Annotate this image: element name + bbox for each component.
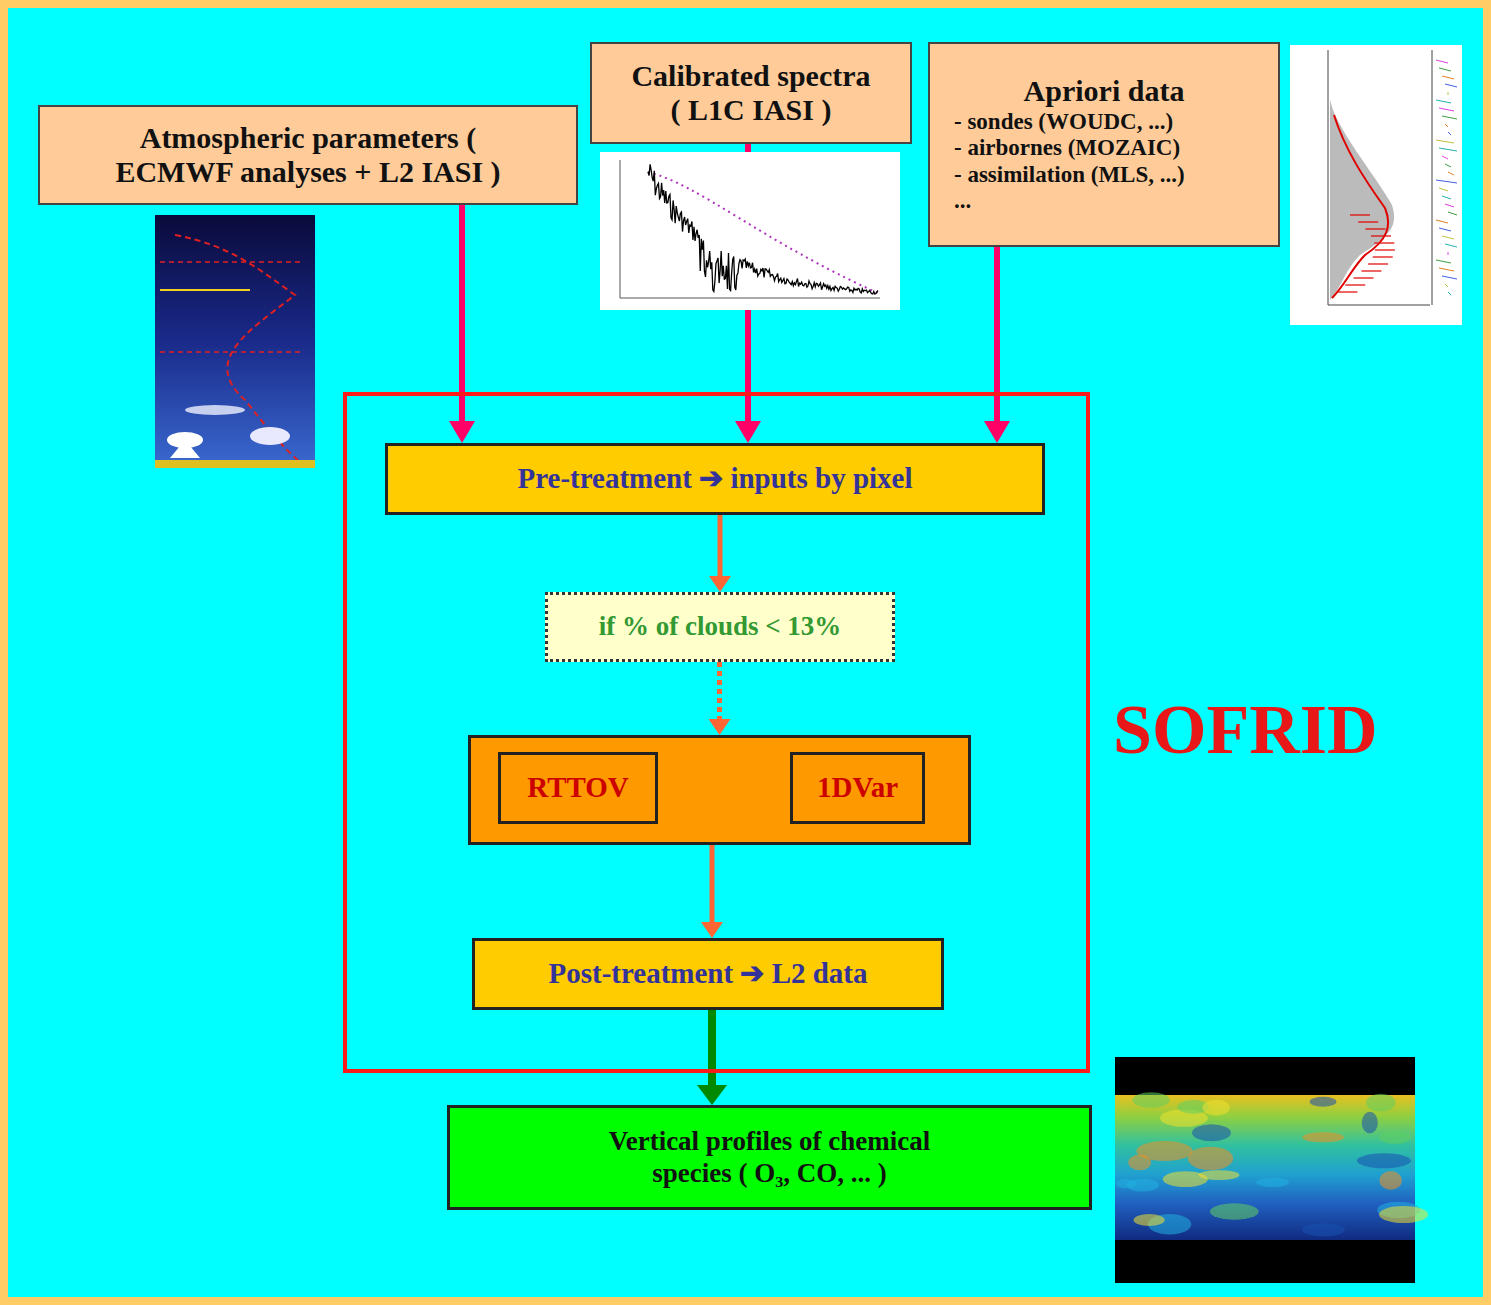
box-label: Atmospheric parameters ( ECMWF analyses … [50,121,566,190]
process-box: Post-treatment ➔ L2 data [472,938,944,1010]
flow-arrow [717,662,722,719]
list-item: - assimilation (MLS, ...) [940,162,1268,188]
flow-arrow [718,515,723,576]
atmosphere-picture [155,215,315,468]
box-label: Post-treatment ➔ L2 data [485,957,931,990]
input-box: Atmospheric parameters ( ECMWF analyses … [38,105,578,205]
box-label: RTTOV [509,771,647,804]
box-label: Apriori data [940,74,1268,109]
box-label: if % of clouds < 13% [558,611,882,642]
profile-plot [1290,45,1462,325]
list-item: - sondes (WOUDC, ...) [940,109,1268,135]
box-label: 1DVar [801,771,914,804]
process-group: RTTOV 1DVar [468,735,971,845]
list-item: ... [940,188,1268,214]
process-frame: Pre-treatment ➔ inputs by pixel if % of c… [343,392,1090,1073]
process-box: Pre-treatment ➔ inputs by pixel [385,443,1045,515]
box-label: Vertical profiles of chemical species ( … [490,1126,1049,1188]
decision-box: if % of clouds < 13% [545,592,895,662]
spectrum-plot [600,152,900,310]
input-box: Calibrated spectra ( L1C IASI ) [590,42,912,144]
input-box: Apriori data- sondes (WOUDC, ...)- airbo… [928,42,1280,247]
frame-title: SOFRID [1113,690,1377,771]
process-box: 1DVar [790,752,925,824]
list-item: - airbornes (MOZAIC) [940,135,1268,161]
global-map [1115,1057,1428,1283]
flow-arrow [459,205,465,421]
flow-arrow [708,1010,716,1085]
flow-arrow [710,845,715,922]
box-label: Calibrated spectra ( L1C IASI ) [602,59,900,128]
process-box: RTTOV [498,752,658,824]
box-label: Pre-treatment ➔ inputs by pixel [398,462,1032,495]
output-box: Vertical profiles of chemical species ( … [447,1105,1092,1210]
